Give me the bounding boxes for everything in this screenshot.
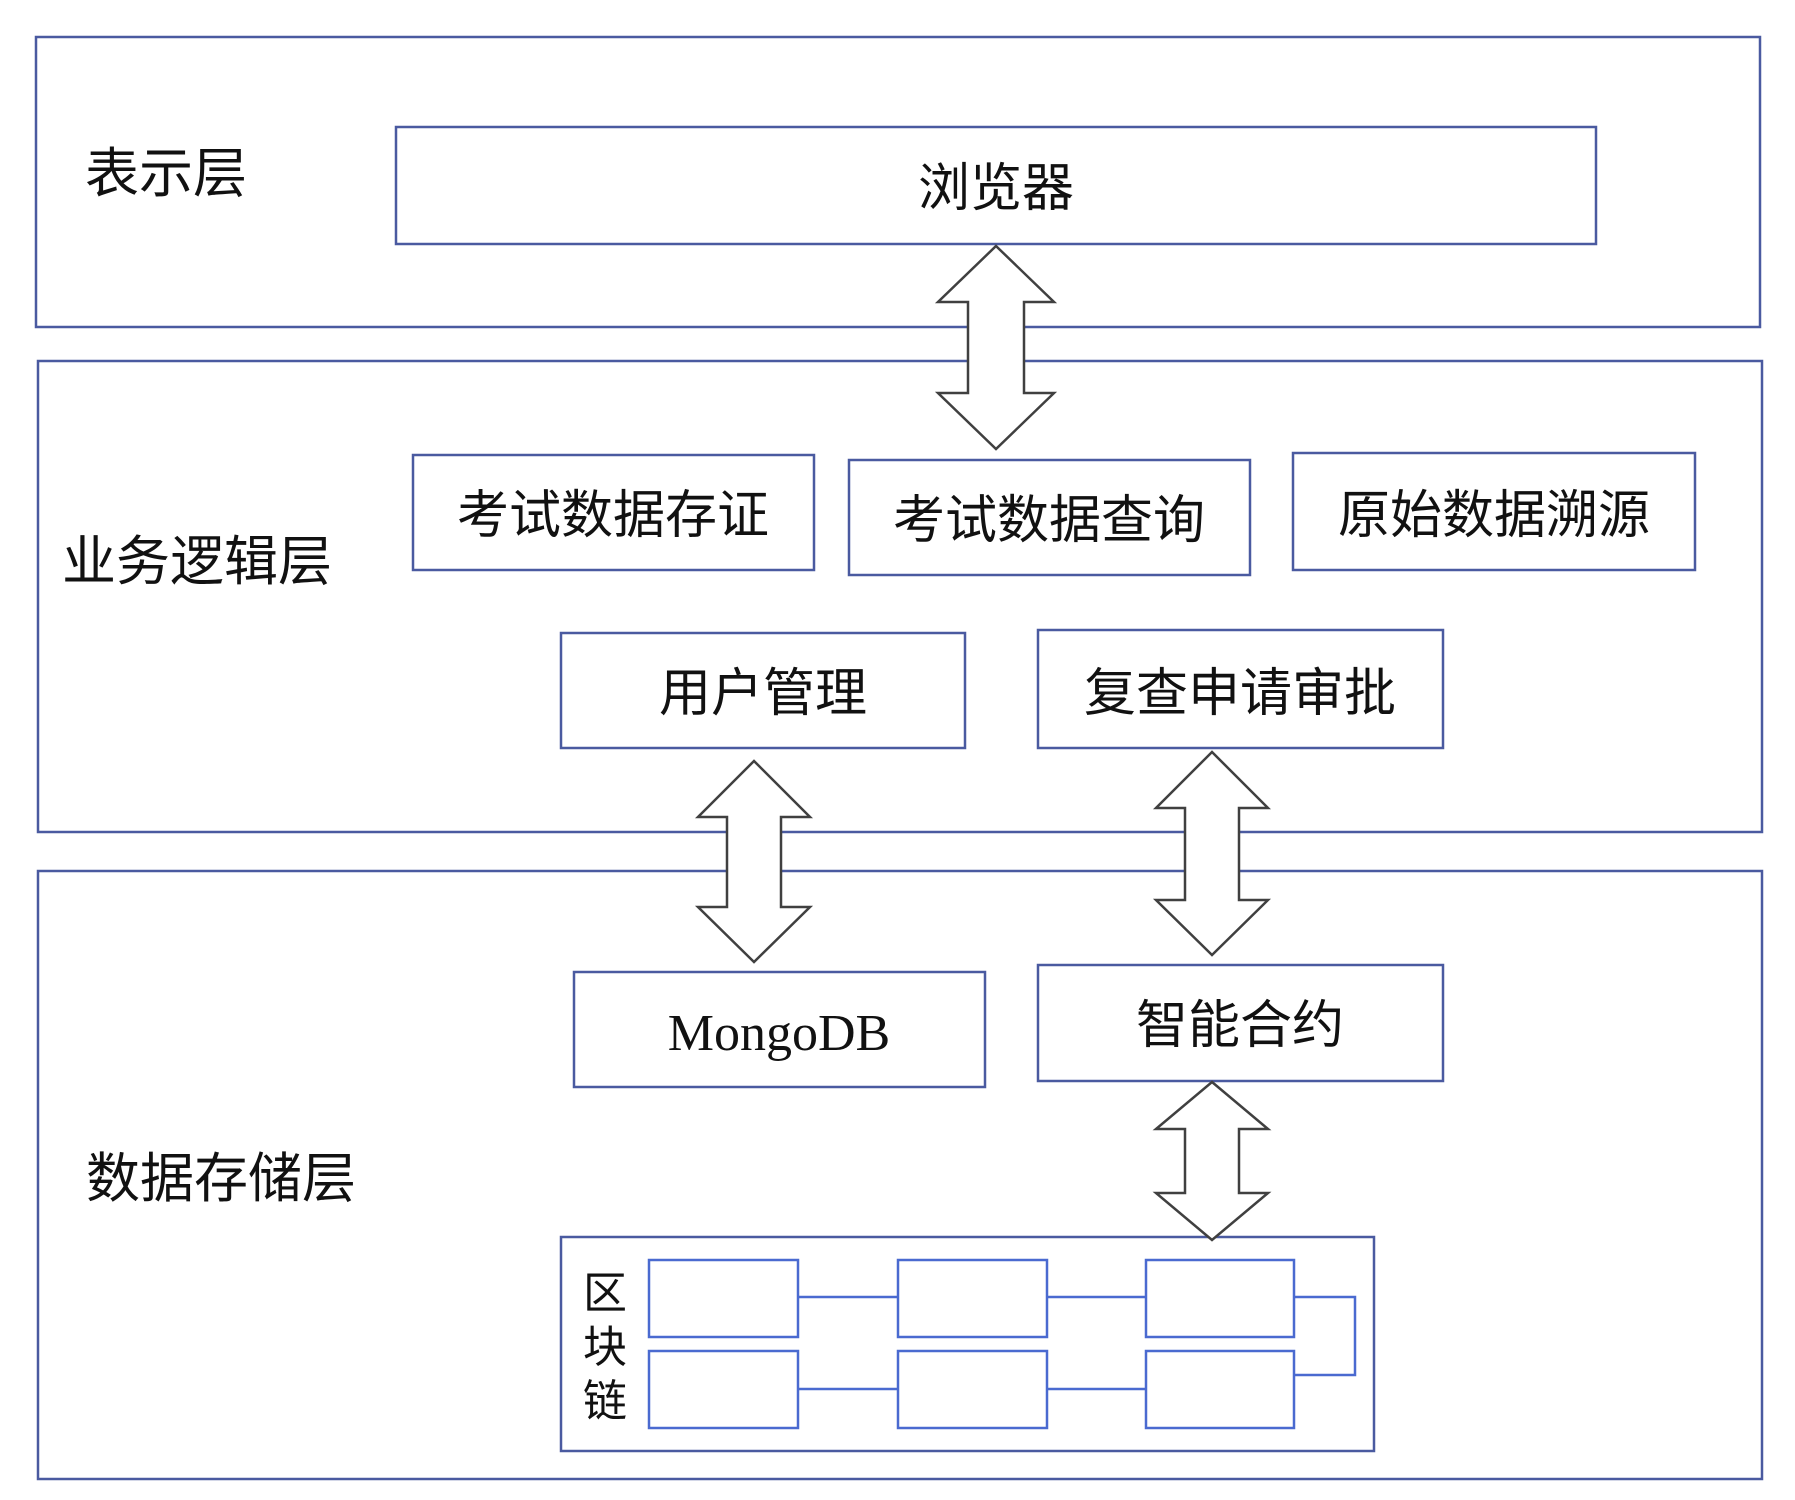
browser-business-double-arrow xyxy=(934,244,1058,451)
module-label: 考试数据查询 xyxy=(893,491,1205,551)
blockchain-label-char: 链 xyxy=(583,1376,627,1427)
smart-contract-node: 智能合约 xyxy=(1036,963,1445,1083)
mongodb-label: MongoDB xyxy=(668,1005,890,1062)
storage-layer-label: 数据存储层 xyxy=(86,1147,356,1210)
presentation-layer-label: 表示层 xyxy=(85,142,247,205)
module-exam-data-storage: 考试数据存证 xyxy=(411,453,816,572)
blockchain-node: 区 块 链 xyxy=(559,1235,1376,1453)
block xyxy=(896,1349,1049,1430)
block xyxy=(1144,1258,1296,1339)
module-label: 用户管理 xyxy=(659,664,867,724)
module-label: 原始数据溯源 xyxy=(1338,486,1650,546)
contract-blockchain-double-arrow xyxy=(1152,1080,1272,1242)
module-user-management: 用户管理 xyxy=(559,631,967,750)
block xyxy=(647,1258,800,1339)
smart-contract-label: 智能合约 xyxy=(1136,996,1344,1056)
block xyxy=(1144,1349,1296,1430)
block xyxy=(896,1258,1049,1339)
browser-node: 浏览器 xyxy=(394,125,1598,246)
module-label: 考试数据存证 xyxy=(457,486,769,546)
module-exam-data-query: 考试数据查询 xyxy=(847,458,1252,577)
blockchain-label-char: 区 xyxy=(583,1268,627,1319)
business-layer-frame xyxy=(36,359,1764,834)
module-label: 复查申请审批 xyxy=(1084,664,1396,724)
module-review-approval: 复查申请审批 xyxy=(1036,628,1445,750)
mongodb-node: MongoDB xyxy=(572,970,987,1089)
user-mgmt-mongodb-double-arrow xyxy=(694,759,814,964)
blockchain-label-char: 块 xyxy=(583,1322,627,1373)
browser-label: 浏览器 xyxy=(918,159,1074,219)
block-link xyxy=(1294,1295,1357,1377)
review-contract-double-arrow xyxy=(1152,750,1272,957)
module-raw-data-tracing: 原始数据溯源 xyxy=(1291,451,1697,572)
block xyxy=(647,1349,800,1430)
business-layer-label: 业务逻辑层 xyxy=(62,530,332,593)
